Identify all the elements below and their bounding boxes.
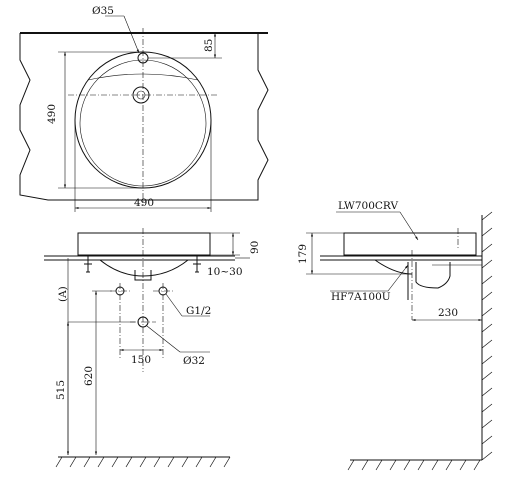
drain-height-label: 515 bbox=[55, 380, 67, 400]
top-width-label: 490 bbox=[134, 197, 154, 209]
supply-height-label: 620 bbox=[83, 366, 95, 386]
side-height-label: 179 bbox=[297, 244, 309, 264]
wall-distance-label: 230 bbox=[438, 307, 458, 319]
hole-offset-label: 85 bbox=[203, 39, 215, 52]
side-view: 179 LW700CRV HF7A100U 230 bbox=[297, 200, 493, 471]
front-thickness-label: 90 bbox=[249, 241, 261, 254]
top-view: Ø35 85 490 490 bbox=[19, 5, 269, 212]
basin-model-label: LW700CRV bbox=[338, 200, 398, 212]
front-view: 90 10~30 (A) G1/2 150 Ø32 515 62 bbox=[44, 228, 261, 468]
level-a-label: (A) bbox=[57, 286, 69, 302]
top-height-label: 490 bbox=[46, 104, 58, 124]
trap-model-label: HF7A100U bbox=[331, 291, 391, 303]
tap-hole-diameter-label: Ø35 bbox=[92, 5, 114, 17]
thread-size-label: G1/2 bbox=[186, 305, 211, 317]
tap-spacing-label: 150 bbox=[131, 354, 151, 366]
drain-diameter-label: Ø32 bbox=[183, 355, 205, 367]
counter-range-label: 10~30 bbox=[207, 266, 243, 278]
